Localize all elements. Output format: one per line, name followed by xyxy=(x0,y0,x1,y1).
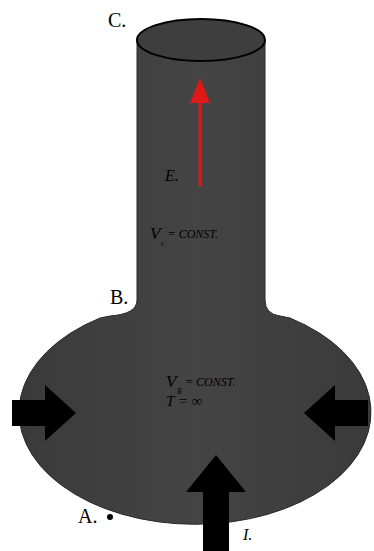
condition-text: = CONST. xyxy=(168,228,219,240)
point-label: C. xyxy=(108,10,126,30)
condition-text: = CONST. xyxy=(185,376,236,388)
variable-symbol: V xyxy=(166,373,176,390)
field-label: E. xyxy=(165,168,179,184)
variable-symbol: V xyxy=(150,225,160,242)
subscript: c xyxy=(161,240,165,248)
current-label: I. xyxy=(243,527,252,543)
condition-text: T = ∞ xyxy=(166,394,202,409)
point-label: A. xyxy=(78,506,97,526)
point-label: B. xyxy=(110,287,128,307)
